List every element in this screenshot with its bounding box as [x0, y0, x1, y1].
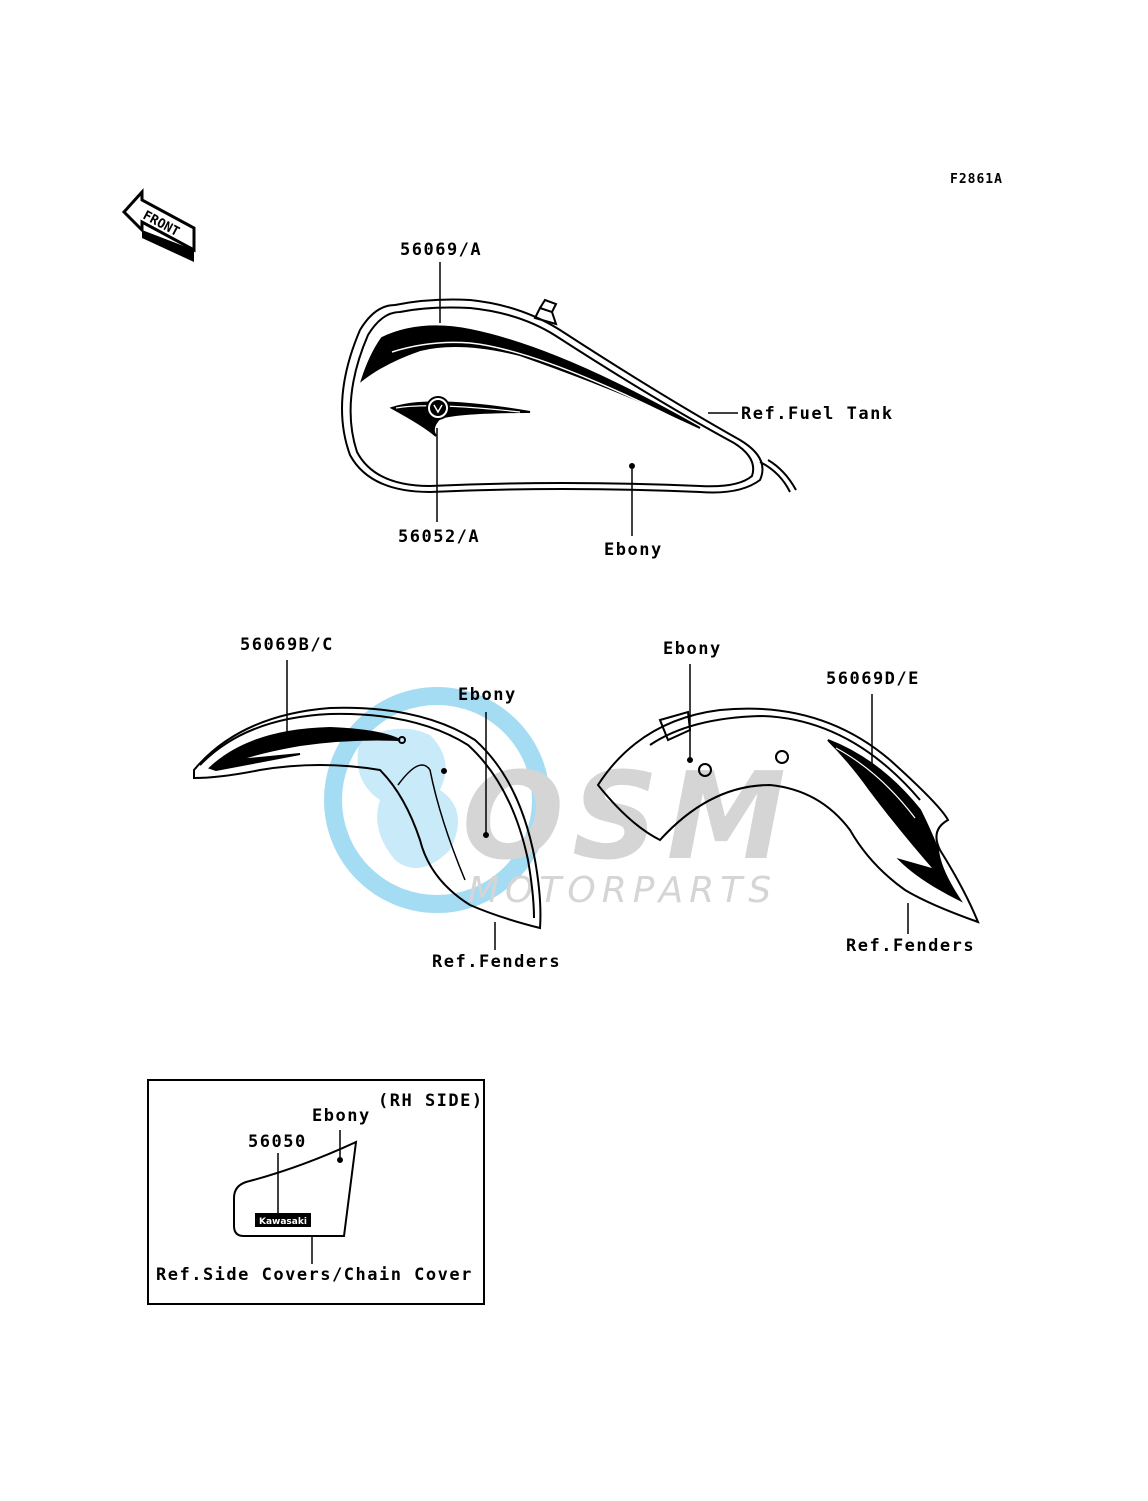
watermark-tagline: MOTORPARTS [468, 870, 777, 911]
front-fender-color-label: Ebony [458, 685, 517, 705]
front-fender-part-label: 56069B/C [240, 635, 334, 655]
side-cover-ref-label: Ref.Side Covers/Chain Cover [156, 1265, 473, 1285]
fuel-tank-drawing [341, 262, 797, 536]
rear-fender-color-label: Ebony [663, 639, 722, 659]
side-cover-logo-text: Kawasaki [259, 1217, 307, 1227]
fuel-tank-part-top-label: 56069/A [400, 240, 483, 260]
rh-side-inset-box [147, 1079, 485, 1305]
watermark: OSM MOTORPARTS [324, 687, 786, 913]
front-arrow-icon: FRONT [121, 188, 196, 262]
figure-code: F2861A [950, 172, 1003, 187]
rear-fender-part-label: 56069D/E [826, 669, 920, 689]
fuel-tank-color-label: Ebony [604, 540, 663, 560]
side-cover-color-label: Ebony [312, 1106, 371, 1126]
front-fender-ref-label: Ref.Fenders [432, 952, 562, 972]
side-cover-drawing: Kawasaki [233, 1130, 358, 1264]
watermark-globe-icon [324, 687, 550, 913]
side-cover-part-label: 56050 [248, 1132, 307, 1152]
side-cover-side-label: (RH SIDE) [378, 1091, 484, 1111]
rear-fender-ref-label: Ref.Fenders [846, 936, 976, 956]
rear-fender-drawing [596, 664, 980, 934]
fuel-tank-part-emblem-label: 56052/A [398, 527, 481, 547]
fuel-tank-ref-label: Ref.Fuel Tank [741, 404, 894, 424]
front-fender-drawing [193, 660, 542, 950]
